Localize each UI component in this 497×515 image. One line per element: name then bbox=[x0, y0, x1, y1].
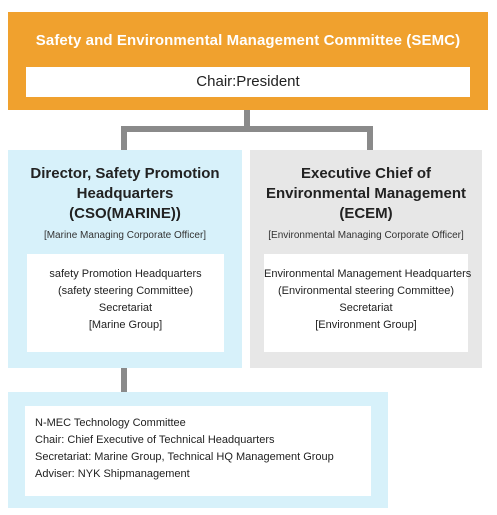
ecem-title-line: Executive Chief of bbox=[300, 165, 432, 182]
ecem-secretariat-box: Environmental Management Headquarters (E… bbox=[264, 254, 472, 352]
cso-body-line: (safety steering Committee) bbox=[57, 285, 194, 297]
ecem-title-line: (ECEM) bbox=[339, 205, 393, 222]
cso-box: Director, Safety Promotion Headquarters … bbox=[8, 150, 242, 368]
semc-box: Safety and Environmental Management Comm… bbox=[8, 12, 488, 110]
connector-bottom-drop bbox=[121, 368, 127, 392]
semc-chair: Chair:President bbox=[26, 67, 470, 97]
nmec-line: N-MEC Technology Committee bbox=[35, 417, 186, 429]
ecem-title: Executive Chief of Environmental Managem… bbox=[250, 164, 482, 224]
connector-right-drop bbox=[367, 126, 373, 150]
cso-title-line: Director, Safety Promotion bbox=[30, 165, 220, 182]
ecem-box: Executive Chief of Environmental Managem… bbox=[250, 150, 482, 368]
ecem-body-line: Secretariat bbox=[339, 302, 393, 314]
ecem-subtitle: [Environmental Managing Corporate Office… bbox=[268, 230, 464, 241]
semc-title: Safety and Environmental Management Comm… bbox=[35, 32, 461, 49]
cso-body-line: safety Promotion Headquarters bbox=[49, 268, 202, 280]
cso-title-line: Headquarters bbox=[76, 185, 174, 202]
nmec-details-box: N-MEC Technology Committee Chair: Chief … bbox=[25, 406, 371, 496]
cso-title: Director, Safety Promotion Headquarters … bbox=[8, 164, 242, 224]
nmec-box: N-MEC Technology Committee Chair: Chief … bbox=[8, 392, 388, 508]
connector-trunk bbox=[244, 110, 250, 130]
nmec-line: Secretariat: Marine Group, Technical HQ … bbox=[35, 451, 334, 463]
connector-horizontal bbox=[121, 126, 373, 132]
cso-secretariat-box: safety Promotion Headquarters (safety st… bbox=[27, 254, 224, 352]
ecem-body-line: [Environment Group] bbox=[315, 319, 417, 331]
connector-left-drop bbox=[121, 126, 127, 150]
nmec-line: Chair: Chief Executive of Technical Head… bbox=[35, 434, 275, 446]
ecem-title-line: Environmental Management bbox=[265, 185, 467, 202]
cso-body-line: [Marine Group] bbox=[88, 319, 163, 331]
cso-body-line: Secretariat bbox=[98, 302, 153, 314]
ecem-body-line: (Environmental steering Committee) bbox=[277, 285, 455, 297]
nmec-line: Adviser: NYK Shipmanagement bbox=[35, 468, 190, 480]
cso-title-line: (CSO(MARINE)) bbox=[69, 205, 181, 222]
ecem-body-line: Environmental Management Headquarters bbox=[264, 268, 472, 280]
cso-subtitle: [Marine Managing Corporate Officer] bbox=[43, 230, 207, 241]
